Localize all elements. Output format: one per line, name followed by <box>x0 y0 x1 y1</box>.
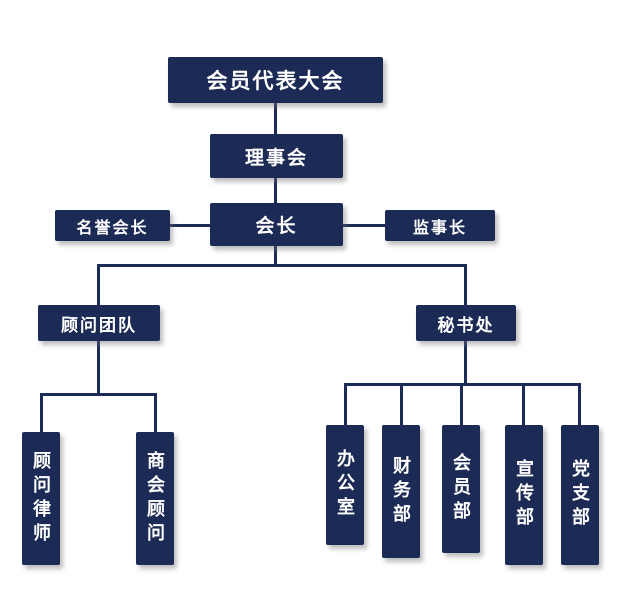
connector-drop-advisory-lawyer <box>40 393 43 433</box>
connector-president-down <box>274 246 277 267</box>
org-node-honorary-president: 名誉会长 <box>55 210 170 241</box>
connector-drop-chamber-advisor <box>154 393 157 433</box>
org-node-party-branch: 党支部 <box>561 425 599 565</box>
connector-drop-membership-dept <box>460 383 463 426</box>
org-node-office: 办公室 <box>326 425 364 545</box>
connector-drop-finance-dept <box>400 383 403 426</box>
connector-president-supervisor <box>342 224 386 227</box>
connector-drop-advisory-team <box>97 264 100 306</box>
org-node-assembly: 会员代表大会 <box>168 57 383 103</box>
connector-drop-secretariat <box>464 264 467 306</box>
connector-assembly-council <box>274 103 277 135</box>
connector-main-split-horizontal <box>97 264 467 267</box>
connector-drop-party-branch <box>578 383 581 426</box>
org-node-president: 会长 <box>210 203 343 246</box>
connector-secretariat-down <box>464 340 467 385</box>
org-node-publicity-dept: 宣传部 <box>505 425 543 565</box>
connector-advisory-split-horizontal <box>40 393 157 396</box>
connector-advisory-team-down <box>97 340 100 395</box>
org-node-supervisor: 监事长 <box>385 210 495 241</box>
org-node-chamber-advisor: 商会顾问 <box>136 432 174 565</box>
connector-council-president <box>274 178 277 204</box>
org-node-membership-dept: 会员部 <box>442 425 480 553</box>
org-node-council: 理事会 <box>210 134 343 178</box>
org-node-advisory-team: 顾问团队 <box>38 305 160 341</box>
org-node-secretariat: 秘书处 <box>416 305 516 341</box>
connector-drop-office <box>344 383 347 426</box>
connector-honorary-president <box>169 224 211 227</box>
org-node-advisory-lawyer: 顾问律师 <box>22 432 60 565</box>
org-node-finance-dept: 财务部 <box>382 425 420 558</box>
connector-drop-publicity-dept <box>522 383 525 426</box>
